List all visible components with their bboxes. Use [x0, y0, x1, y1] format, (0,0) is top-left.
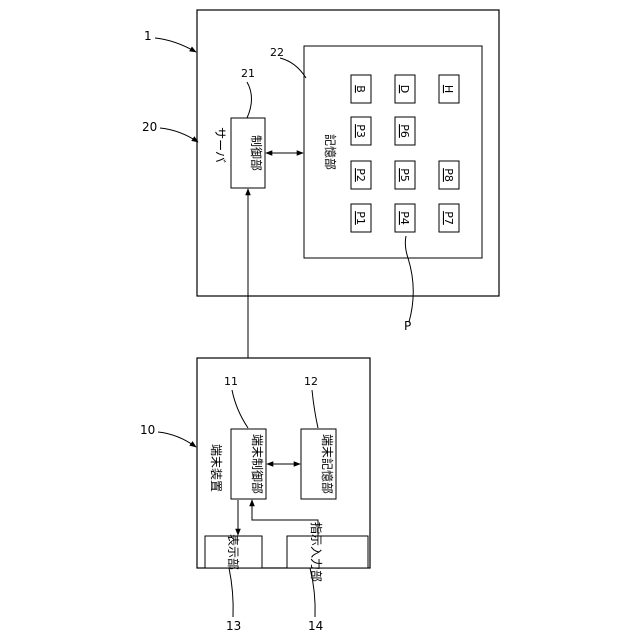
server-title: サーバ [213, 127, 227, 163]
terminal-control-label: 端末制御部 [250, 434, 265, 494]
display-ref: 13 [226, 619, 241, 633]
page-label-p7: P7 [442, 211, 455, 225]
page-label-d: D [398, 85, 411, 93]
terminal-title: 端末装置 [209, 444, 223, 492]
server-storage-ref: 22 [270, 46, 284, 59]
server-label-ref: 20 [142, 120, 157, 134]
server-control-label: 制御部 [249, 135, 264, 171]
page-label-p6: P6 [398, 124, 411, 138]
display-label: 表示部 [226, 534, 241, 570]
input-ref: 14 [308, 619, 323, 633]
page-label-h: H [442, 85, 455, 93]
page-label-p2: P2 [354, 168, 367, 182]
terminal-storage-label: 端末記憶部 [320, 434, 335, 494]
server-label-ref-leader [160, 128, 198, 142]
page-label-p8: P8 [442, 168, 455, 182]
terminal-storage-ref: 12 [304, 375, 318, 388]
page-label-p5: P5 [398, 168, 411, 182]
server-ref: 1 [144, 29, 152, 43]
page-label-b: B [354, 85, 367, 93]
page-label-p3: P3 [354, 124, 367, 138]
input-box [287, 536, 368, 568]
server-ref-leader [155, 38, 196, 52]
terminal-ref: 10 [140, 423, 155, 437]
display-ref-leader [229, 568, 233, 617]
terminal-ref-leader [158, 432, 196, 447]
server-control-ref: 21 [241, 67, 255, 80]
page-label-p4: P4 [398, 211, 411, 225]
server-storage-label: 記憶部 [323, 134, 338, 170]
terminal-control-ref: 11 [224, 375, 238, 388]
page-pointer-ref: P [404, 319, 411, 333]
page-label-p1: P1 [354, 211, 367, 225]
